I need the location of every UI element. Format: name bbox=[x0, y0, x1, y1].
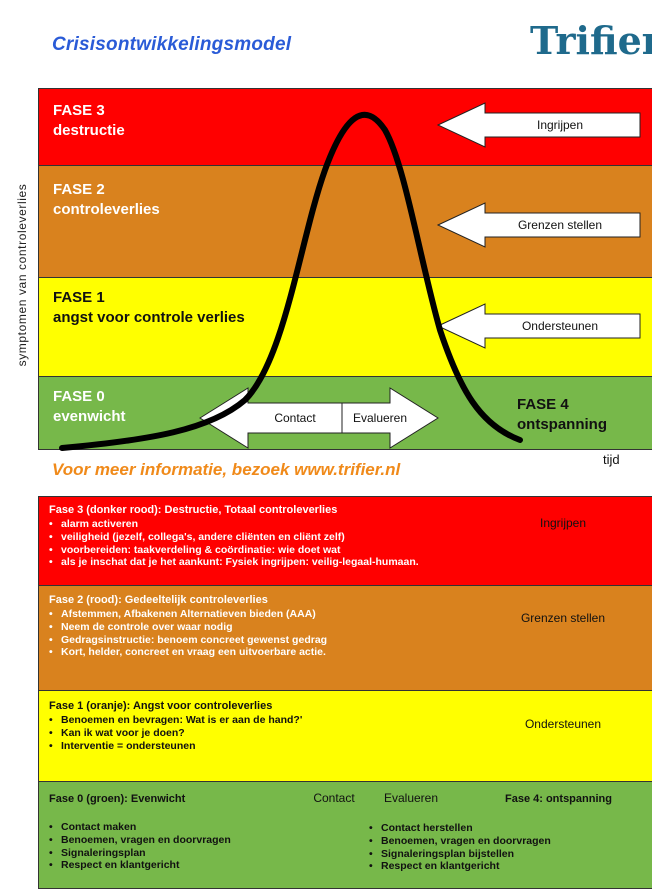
phase-3-title: FASE 3 bbox=[53, 102, 105, 119]
list-item: Respect en klantgericht bbox=[49, 859, 231, 872]
box-phase-3-heading: Fase 3 (donker rood): Destructie, Totaal… bbox=[49, 504, 338, 516]
list-item: als je inschat dat je het aankunt: Fysie… bbox=[49, 556, 419, 569]
phase-3-subtitle: destructie bbox=[53, 122, 125, 139]
info-text: Voor meer informatie, bezoek www.trifier… bbox=[52, 460, 401, 479]
box-phase-1: Fase 1 (oranje): Angst voor controleverl… bbox=[38, 690, 652, 782]
phase-1-title: FASE 1 bbox=[53, 289, 105, 306]
list-item: Respect en klantgericht bbox=[369, 860, 551, 873]
box-phase-4-heading: Fase 4: ontspanning bbox=[505, 793, 612, 805]
box-phase-0: Fase 0 (groen): Evenwicht Fase 4: ontspa… bbox=[38, 781, 652, 889]
box-arrow-label-ondersteunen: Ondersteunen bbox=[524, 717, 602, 731]
arrow-ondersteunen-icon bbox=[436, 303, 641, 349]
list-item: Contact maken bbox=[49, 821, 231, 834]
box-phase-2: Fase 2 (rood): Gedeeltelijk controleverl… bbox=[38, 585, 652, 691]
box-arrow-label-evalueren: Evalueren bbox=[383, 791, 439, 805]
list-item: Neem de controle over waar nodig bbox=[49, 621, 327, 634]
trifier-logo: Trifier bbox=[530, 18, 652, 63]
box-phase-3-list: alarm activeren veiligheid (jezelf, coll… bbox=[49, 518, 419, 569]
list-item: Signaleringsplan bijstellen bbox=[369, 848, 551, 861]
list-item: veiligheid (jezelf, collega's, andere cl… bbox=[49, 531, 419, 544]
list-item: Benoemen en bevragen: Wat is er aan de h… bbox=[49, 714, 302, 727]
box-phase-4-list-right: Contact herstellen Benoemen, vragen en d… bbox=[369, 822, 551, 873]
arrow-grenzen-icon bbox=[436, 202, 641, 248]
box-phase-3: Fase 3 (donker rood): Destructie, Totaal… bbox=[38, 496, 652, 586]
box-phase-1-list: Benoemen en bevragen: Wat is er aan de h… bbox=[49, 714, 302, 752]
phase-4-title: FASE 4 bbox=[517, 396, 569, 413]
box-arrow-label-grenzen-stellen: Grenzen stellen bbox=[520, 611, 606, 625]
phase-2-title: FASE 2 bbox=[53, 181, 105, 198]
list-item: Kan ik wat voor je doen? bbox=[49, 727, 302, 740]
list-item: voorbereiden: taakverdeling & coördinati… bbox=[49, 544, 419, 557]
box-phase-0-heading: Fase 0 (groen): Evenwicht bbox=[49, 793, 186, 805]
box-phase-2-list: Afstemmen, Afbakenen Alternatieven biede… bbox=[49, 608, 327, 659]
box-phase-2-heading: Fase 2 (rood): Gedeeltelijk controleverl… bbox=[49, 594, 268, 606]
list-item: Signaleringsplan bbox=[49, 847, 231, 860]
page-title: Crisisontwikkelingsmodel bbox=[52, 34, 292, 55]
x-axis-label: tijd bbox=[603, 452, 620, 467]
list-item: Benoemen, vragen en doorvragen bbox=[369, 835, 551, 848]
list-item: Benoemen, vragen en doorvragen bbox=[49, 834, 231, 847]
list-item: Kort, helder, concreet en vraag een uitv… bbox=[49, 646, 327, 659]
phase-0-title: FASE 0 bbox=[53, 388, 105, 405]
phase-2-subtitle: controleverlies bbox=[53, 201, 160, 218]
arrow-label-ingrijpen: Ingrijpen bbox=[536, 118, 584, 132]
list-item: Interventie = ondersteunen bbox=[49, 740, 302, 753]
list-item: Contact herstellen bbox=[369, 822, 551, 835]
arrow-label-contact: Contact bbox=[274, 411, 316, 425]
list-item: Afstemmen, Afbakenen Alternatieven biede… bbox=[49, 608, 327, 621]
phase-1-subtitle: angst voor controle verlies bbox=[53, 309, 245, 326]
phase-4-subtitle: ontspanning bbox=[517, 416, 607, 433]
box-arrow-label-ingrijpen: Ingrijpen bbox=[539, 516, 587, 530]
box-arrow-label-contact: Contact bbox=[313, 791, 355, 805]
list-item: Gedragsinstructie: benoem concreet gewen… bbox=[49, 634, 327, 647]
arrow-label-evalueren: Evalueren bbox=[352, 411, 408, 425]
arrow-label-ondersteunen: Ondersteunen bbox=[521, 319, 599, 333]
list-item: alarm activeren bbox=[49, 518, 419, 531]
arrow-ingrijpen-icon bbox=[436, 102, 641, 148]
phase-0-subtitle: evenwicht bbox=[53, 408, 126, 425]
crisis-curve bbox=[59, 111, 523, 451]
box-phase-0-list-left: Contact maken Benoemen, vragen en doorvr… bbox=[49, 821, 231, 872]
arrow-label-grenzen-stellen: Grenzen stellen bbox=[517, 218, 603, 232]
box-phase-1-heading: Fase 1 (oranje): Angst voor controleverl… bbox=[49, 700, 273, 712]
